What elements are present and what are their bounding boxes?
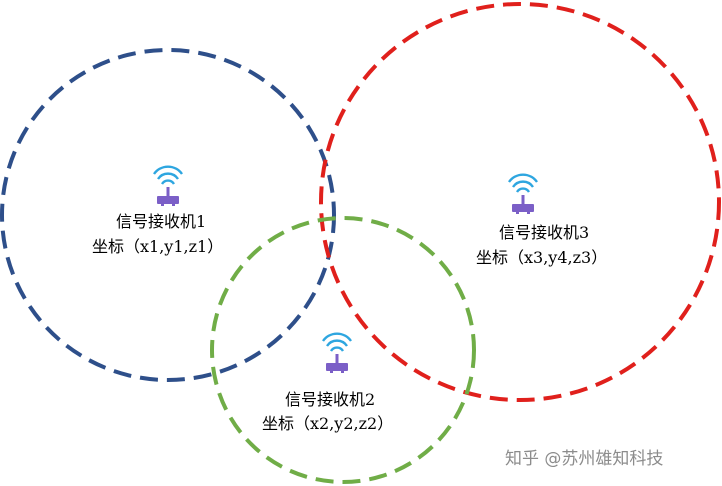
watermark-text: 知乎 @苏州雄知科技	[505, 449, 664, 469]
receiver-1-router-icon	[152, 165, 184, 208]
receiver-2-name: 信号接收机2	[285, 390, 376, 409]
receiver-1-coordinates: 坐标（x1,y1,z1）	[92, 237, 224, 256]
receiver-3-range-circle	[319, 2, 721, 402]
receiver-3-coordinates: 坐标（x3,y4,z3）	[476, 248, 608, 267]
receiver-1-name: 信号接收机1	[116, 212, 207, 231]
receiver-3-name: 信号接收机3	[499, 223, 590, 242]
receiver-2-range-circle	[210, 216, 476, 484]
receiver-1-range-circle	[0, 48, 336, 382]
receiver-2-router-icon	[321, 332, 353, 375]
receiver-2-coordinates: 坐标（x2,y2,z2）	[262, 414, 394, 433]
receiver-3-router-icon	[507, 173, 539, 216]
